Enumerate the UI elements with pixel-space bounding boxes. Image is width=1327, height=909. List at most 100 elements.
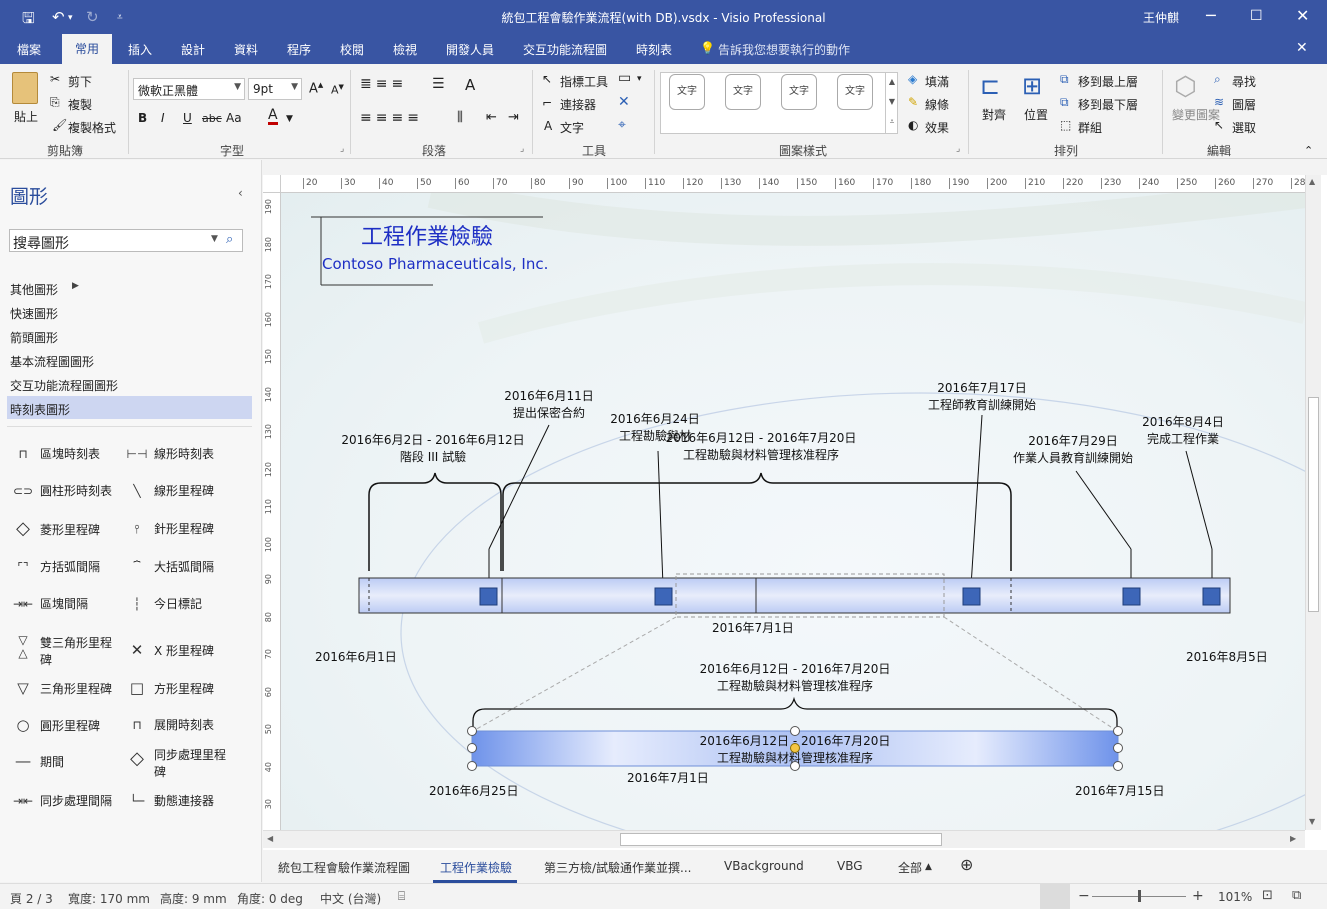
search-input[interactable]: 搜尋圖形 bbox=[13, 236, 69, 252]
font-color-button[interactable]: A bbox=[268, 107, 278, 125]
bullets-icon[interactable]: ☰ bbox=[432, 76, 445, 92]
tab-view[interactable]: 檢視 bbox=[393, 43, 418, 57]
send-to-back-button[interactable]: 移到最下層 bbox=[1078, 98, 1139, 112]
shrink-font-icon[interactable]: A▼ bbox=[331, 83, 344, 97]
category-cross-functional[interactable]: 交互功能流程圖圖形 bbox=[10, 379, 119, 393]
add-sheet-icon[interactable]: ⊕ bbox=[960, 855, 974, 874]
shape-sync-milestone[interactable]: ◇同步處理里程碑 bbox=[124, 746, 236, 780]
connector-button[interactable]: 連接器 bbox=[560, 98, 597, 112]
timeline-start-date[interactable]: 2016年6月1日 bbox=[315, 650, 397, 664]
tell-me-box[interactable]: 告訴我您想要執行的動作 bbox=[718, 43, 851, 57]
expanded-start-date[interactable]: 2016年6月25日 bbox=[429, 784, 519, 798]
close-ribbon-icon[interactable]: ✕ bbox=[1296, 40, 1308, 56]
justify-icon[interactable]: ⫼ bbox=[457, 110, 463, 125]
layers-button[interactable]: 圖層 bbox=[1232, 98, 1257, 112]
change-case-button[interactable]: Aa bbox=[226, 111, 242, 125]
sheet-tab[interactable]: VBG bbox=[837, 859, 863, 873]
tab-developer[interactable]: 開發人員 bbox=[446, 43, 495, 57]
close-icon[interactable]: ✕ bbox=[1296, 6, 1310, 25]
strikethrough-button[interactable]: abc bbox=[202, 112, 222, 125]
shape-expanded-timeline[interactable]: ⊓展開時刻表 bbox=[124, 716, 214, 733]
group-button[interactable]: 群組 bbox=[1078, 121, 1103, 135]
scroll-down-icon[interactable]: ▼ bbox=[1309, 817, 1316, 826]
sheet-tab-active[interactable]: 工程作業檢驗 bbox=[440, 861, 513, 875]
sheet-tab[interactable]: VBackground bbox=[724, 859, 804, 873]
grow-font-icon[interactable]: A▲ bbox=[309, 81, 324, 97]
expanded-interval-brace[interactable] bbox=[472, 696, 1118, 731]
company-name[interactable]: Contoso Pharmaceuticals, Inc. bbox=[322, 255, 549, 273]
search-icon[interactable]: ⌕ bbox=[226, 232, 234, 247]
bring-to-front-button[interactable]: 移到最上層 bbox=[1078, 75, 1139, 89]
shape-brace-interval[interactable]: ⏞大括弧間隔 bbox=[124, 558, 214, 575]
sheet-tab-all[interactable]: 全部 bbox=[898, 861, 923, 875]
tab-insert[interactable]: 插入 bbox=[128, 43, 153, 57]
tab-timeline[interactable]: 時刻表 bbox=[636, 43, 673, 57]
tab-cross-functional[interactable]: 交互功能流程圖 bbox=[523, 43, 608, 57]
drawing-page[interactable]: 工程作業檢驗 Contoso Pharmaceuticals, Inc. 201… bbox=[281, 193, 1305, 830]
cut-button[interactable]: 剪下 bbox=[68, 75, 93, 89]
milestone-marker[interactable] bbox=[479, 587, 498, 606]
language[interactable]: 中文 (台灣) bbox=[320, 892, 382, 906]
timeline-mid-date[interactable]: 2016年7月1日 bbox=[712, 621, 794, 635]
dialog-launcher-icon[interactable]: ⌟ bbox=[520, 144, 525, 154]
font-color-dropdown-icon[interactable]: ▼ bbox=[286, 114, 293, 124]
interval-brace-2[interactable] bbox=[502, 472, 1012, 571]
main-timeline-bar[interactable] bbox=[358, 577, 1231, 614]
shape-square-milestone[interactable]: □方形里程碑 bbox=[124, 679, 214, 697]
increase-indent-icon[interactable]: ⇥ bbox=[508, 110, 519, 125]
shape-block-timeline[interactable]: ⊓區塊時刻表 bbox=[10, 445, 100, 462]
milestone-2-label[interactable]: 2016年6月24日工程勘驗與材 bbox=[599, 410, 711, 444]
sheet-tab[interactable]: 統包工程會驗作業流程圖 bbox=[278, 861, 411, 875]
effects-button[interactable]: 效果 bbox=[925, 121, 950, 135]
shape-x-milestone[interactable]: ✕X 形里程碑 bbox=[124, 641, 214, 659]
select-button[interactable]: 選取 bbox=[1232, 121, 1257, 135]
interval-2-label[interactable]: 2016年6月12日 - 2016年7月20日工程勘驗與材料管理核准程序 bbox=[661, 429, 861, 463]
zoom-level[interactable]: 101% bbox=[1218, 890, 1253, 904]
page-number[interactable]: 頁 2 / 3 bbox=[10, 892, 53, 906]
zoom-in-icon[interactable]: + bbox=[1192, 888, 1204, 904]
shape-today-marker[interactable]: ┆今日標記 bbox=[124, 595, 202, 612]
change-shape-button[interactable]: 變更圖案 bbox=[1172, 108, 1221, 122]
chevron-up-icon[interactable]: ▲ bbox=[925, 862, 932, 872]
expanded-mid-date[interactable]: 2016年7月1日 bbox=[627, 771, 709, 785]
vertical-scroll-thumb[interactable] bbox=[1308, 397, 1319, 612]
undo-dropdown-icon[interactable]: ▾ bbox=[68, 13, 73, 23]
shape-triangle-milestone[interactable]: ▽三角形里程碑 bbox=[10, 679, 112, 697]
interval-1-label[interactable]: 2016年6月2日 - 2016年6月12日階段 III 試驗 bbox=[331, 431, 535, 465]
shape-line-timeline[interactable]: ⊢⊣線形時刻表 bbox=[124, 445, 214, 462]
vertical-align-icons[interactable]: ≣≡≡ bbox=[360, 76, 408, 92]
vertical-scrollbar[interactable]: ▲ ▼ bbox=[1305, 175, 1321, 830]
bold-button[interactable]: B bbox=[138, 111, 148, 125]
dialog-launcher-icon[interactable]: ⌟ bbox=[340, 144, 345, 154]
minimize-icon[interactable]: ─ bbox=[1206, 6, 1216, 25]
dialog-launcher-icon[interactable]: ⌟ bbox=[956, 144, 961, 154]
maximize-icon[interactable]: ☐ bbox=[1250, 8, 1263, 24]
shape-line-milestone[interactable]: ╲線形里程碑 bbox=[124, 482, 214, 499]
rectangle-tool-icon[interactable]: ▭ bbox=[618, 70, 632, 86]
expanded-end-date[interactable]: 2016年7月15日 bbox=[1075, 784, 1165, 798]
horizontal-align-icons[interactable]: ≡≡≡≡ bbox=[360, 110, 423, 126]
user-name[interactable]: 王仲麒 bbox=[1143, 11, 1180, 25]
tab-file[interactable]: 檔案 bbox=[17, 43, 42, 57]
style-sample[interactable]: 文字 bbox=[781, 74, 817, 110]
line-button[interactable]: 線條 bbox=[925, 98, 950, 112]
shape-sync-interval[interactable]: ⇥⇤同步處理間隔 bbox=[10, 792, 112, 809]
find-button[interactable]: 尋找 bbox=[1232, 75, 1257, 89]
presentation-mode-icon[interactable] bbox=[1040, 884, 1070, 909]
text-direction-icon[interactable]: A bbox=[465, 76, 476, 94]
chevron-down-icon[interactable]: ▾ bbox=[637, 74, 642, 84]
format-painter-button[interactable]: 複製格式 bbox=[68, 121, 117, 135]
decrease-indent-icon[interactable]: ⇤ bbox=[486, 110, 497, 125]
milestone-1-label[interactable]: 2016年6月11日提出保密合約 bbox=[489, 387, 609, 421]
interval-brace-1[interactable] bbox=[368, 472, 502, 571]
tab-data[interactable]: 資料 bbox=[234, 43, 259, 57]
shape-bracket-interval[interactable]: ⌜⌝方括弧間隔 bbox=[10, 558, 100, 575]
category-basic-flowchart[interactable]: 基本流程圖圖形 bbox=[10, 355, 95, 369]
redo-icon[interactable]: ↻ bbox=[86, 8, 99, 26]
shape-dynamic-connector[interactable]: └─動態連接器 bbox=[124, 792, 214, 809]
chevron-down-icon[interactable]: ▼ bbox=[211, 234, 218, 244]
position-button[interactable]: 位置 bbox=[1024, 108, 1049, 122]
font-size-select[interactable]: 9pt▼ bbox=[248, 78, 302, 100]
